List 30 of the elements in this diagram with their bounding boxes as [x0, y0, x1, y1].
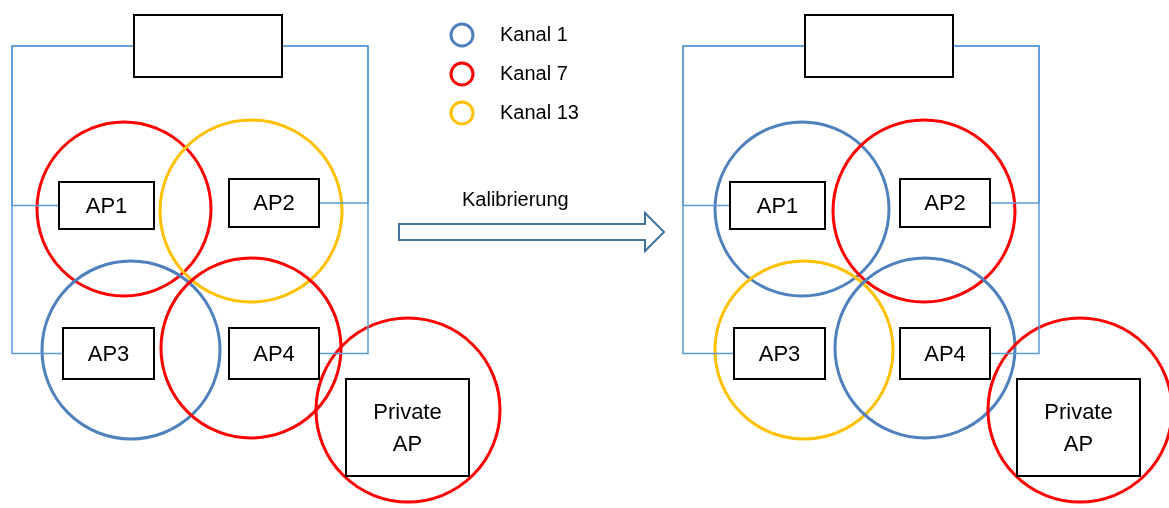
node-label: Private AP — [1043, 397, 1114, 458]
access-point-box — [899, 327, 991, 380]
node-label: AP3 — [758, 339, 801, 368]
transition-label: Kalibrierung — [462, 188, 569, 211]
node-label: AP4 — [924, 339, 966, 368]
access-point-box — [729, 181, 826, 230]
node-label: AP4 — [253, 339, 295, 368]
connector-line — [11, 45, 134, 355]
node-label: AP2 — [924, 189, 966, 218]
access-point-box — [228, 178, 320, 228]
access-point-box — [733, 327, 826, 380]
access-point-box — [228, 327, 320, 380]
node-label: Private AP — [372, 397, 443, 458]
access-point-box — [345, 378, 470, 477]
access-point-box — [1016, 378, 1141, 477]
node-label: AP2 — [253, 189, 295, 218]
controller-box — [133, 14, 283, 78]
connector-line — [682, 45, 805, 355]
node-label: AP1 — [85, 191, 128, 220]
legend-label: Kanal 1 — [500, 23, 568, 46]
access-point-box — [58, 181, 155, 230]
access-point-box — [899, 178, 991, 228]
legend-label: Kanal 7 — [500, 62, 568, 85]
access-point-box — [62, 327, 155, 380]
connector-line — [953, 45, 1040, 355]
node-label: AP3 — [87, 339, 130, 368]
node-label: AP1 — [756, 191, 799, 220]
legend-label: Kanal 13 — [500, 101, 579, 124]
connector-line — [282, 45, 369, 355]
controller-box — [804, 14, 954, 78]
